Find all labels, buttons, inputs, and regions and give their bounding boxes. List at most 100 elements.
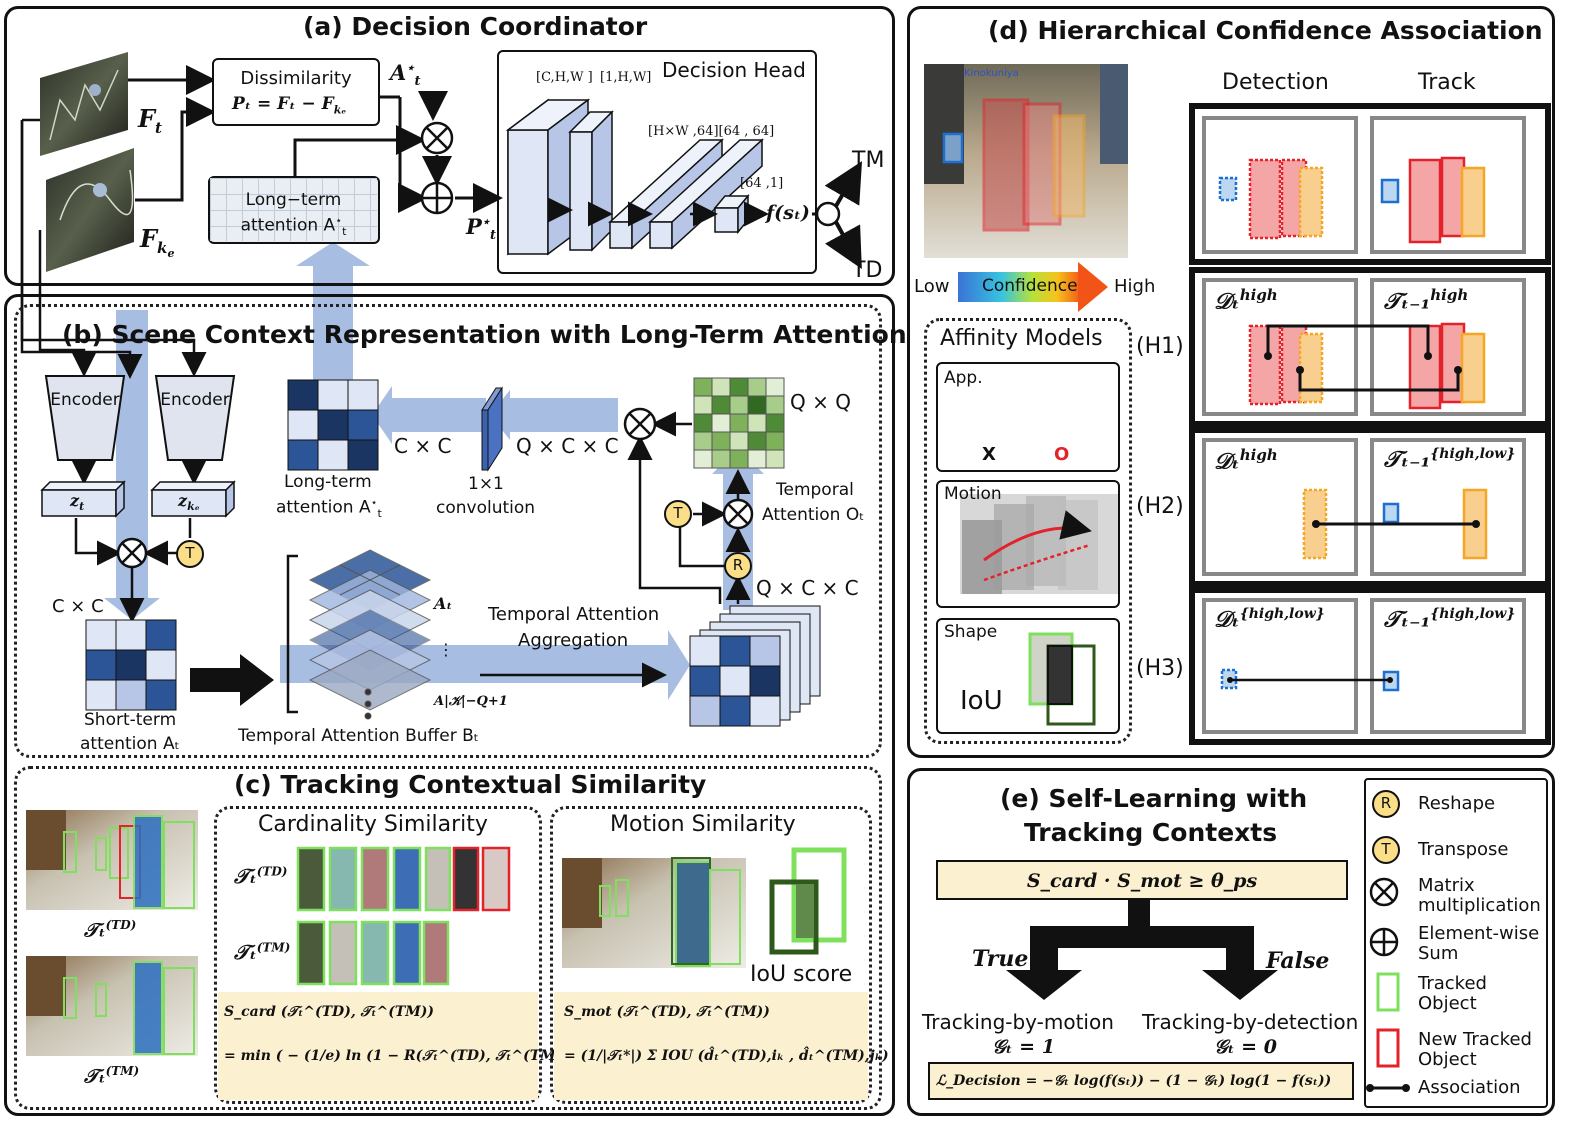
iou-illustration (769, 847, 847, 955)
decision-tree-arrows (1006, 900, 1278, 1000)
aggregation-line2: Aggregation (518, 630, 629, 651)
long-term-attention-box: Long−term attention A⋆t (208, 176, 380, 244)
scene-image: Kinokuniya (924, 64, 1128, 258)
condition-box: S_card · S_mot ≥ θ_ps (936, 860, 1348, 900)
h1-boxes (1248, 322, 1486, 410)
encoder-1-label: Encoder (50, 390, 120, 410)
h3-boxes (1220, 668, 1400, 692)
conv-1x1-layer (481, 386, 503, 472)
temporal-attn-line2: Attention Oₜ (762, 505, 865, 525)
tm-caption: 𝒯ₜ(TM) (84, 1064, 140, 1088)
panel-a-frame (4, 6, 895, 286)
hierarchy-frames (1189, 103, 1551, 745)
panel-c-frame (14, 766, 882, 1110)
h1-det-label: 𝒟ₜhigh (1214, 286, 1278, 315)
tm-output-label: TM (852, 148, 885, 173)
long-term-box-line1: Long−term (245, 190, 342, 210)
panel-e-title-line1: (e) Self-Learning with (1000, 784, 1308, 813)
panel-b-frame (14, 304, 882, 758)
h2-label: (H2) (1136, 494, 1184, 519)
encoder-shape-1 (44, 375, 126, 461)
conf-label: Confidence (982, 276, 1078, 296)
h2-trk-label: 𝒯ₜ₋₁{high,low} (1384, 446, 1516, 473)
true-label: True (972, 946, 1029, 972)
z-ke-label: zkₑ (178, 491, 200, 514)
short-term-line2: attention Aₜ (80, 734, 180, 754)
track-col-label: Track (1418, 70, 1476, 95)
temporal-attn-line1: Temporal (776, 480, 854, 500)
h1-trk-label: 𝒯ₜ₋₁high (1384, 286, 1469, 315)
loss-text: ℒ_Decision = −𝒢ₜ log(f(sₜ)) − (1 − 𝒢ₜ) l… (936, 1073, 1332, 1089)
dim-64-1: [64 ,1] (740, 176, 784, 191)
legend-transpose-icon: T (1372, 836, 1400, 864)
panel-a-title: (a) Decision Coordinator (303, 12, 648, 41)
card-td-label: 𝒯ₜ(TD) (234, 864, 288, 888)
tm-crops (296, 920, 450, 986)
legend-symbols (1366, 877, 1410, 1092)
matmul-symbol-a (420, 121, 454, 155)
buffer-top-label: Aₜ (434, 594, 453, 613)
false-label: False (1266, 948, 1330, 974)
legend-matmul-line2: multiplication (1418, 895, 1541, 916)
a-star-label: A⋆t (390, 60, 421, 90)
h1-label: (H1) (1136, 334, 1184, 359)
long-term-attention-matrix (287, 379, 379, 471)
td-output-label: TD (852, 258, 883, 283)
dissimilarity-box: Dissimilarity Pₜ = Fₜ − Fkₑ (212, 58, 380, 126)
encoder-2-label: Encoder (160, 390, 230, 410)
matmul-symbol-b3 (722, 498, 754, 530)
iou-label: IoU (960, 686, 1003, 716)
decision-head-box (497, 50, 817, 274)
buffer-bottom-label: A|𝒦|−Q+1 (434, 694, 508, 709)
shape-affinity-image (1028, 632, 1096, 726)
stacked-attention-matrices (689, 605, 821, 727)
dim-chw: [C,H,W ] (536, 70, 593, 85)
legend-reshape-icon: R (1372, 790, 1400, 818)
z-t-label: zt (70, 491, 85, 514)
legend-box (1364, 778, 1548, 1108)
conf-low-label: Low (914, 276, 950, 297)
x-mark: X (982, 444, 996, 465)
legend-tracked-line2: Object (1418, 993, 1477, 1014)
dim-hw64: [H×W ,64][64 , 64] (648, 124, 775, 139)
td-crops (296, 846, 511, 912)
z-ke-cube (150, 480, 236, 518)
app-label: App. (944, 368, 983, 388)
motion-affinity-box (936, 480, 1120, 608)
cxc-mid: C × C (394, 434, 452, 458)
cxc-left-label: C × C (52, 596, 104, 617)
h2-boxes (1302, 488, 1488, 560)
g1-label: 𝒢ₜ = 1 (992, 1036, 1055, 1058)
iou-score-label: IoU score (750, 962, 853, 987)
legend-new-line1: New Tracked (1418, 1029, 1532, 1050)
condition-text: S_card · S_mot ≥ θ_ps (1026, 870, 1258, 892)
mot-formula-line2: = (1/|𝒯ₜ*|) Σ IOU (d̂ₜ^(TD),iₖ , d̂ₜ^(TM… (564, 1048, 889, 1064)
buffer-label: Temporal Attention Buffer Bₜ (238, 726, 479, 746)
motion-frame-image (562, 857, 746, 968)
encoder-shape-2 (154, 375, 236, 461)
sum-symbol-a (420, 181, 454, 215)
feature-map-ft (40, 52, 128, 156)
row0-boxes (1218, 156, 1486, 244)
affinity-frame (924, 318, 1132, 744)
legend-new-line2: Object (1418, 1049, 1477, 1070)
transpose-symbol-b2: T (664, 500, 692, 528)
f-st-label: f(sₜ) (766, 202, 810, 224)
tbm-label: Tracking-by-motion (922, 1010, 1114, 1034)
legend-sum-line2: Sum (1418, 943, 1459, 964)
panel-d-title: (d) Hierarchical Confidence Association (988, 16, 1543, 45)
cardinality-frame (214, 806, 542, 1104)
longterm-line1: Long-term (284, 472, 372, 492)
decision-head-title: Decision Head (662, 58, 806, 82)
reshape-symbol-b: R (724, 552, 752, 580)
card-formula-line1: S_card (𝒯ₜ^(TD), 𝒯ₜ^(TM)) (224, 1004, 434, 1020)
app-affinity-box (936, 362, 1120, 472)
card-formula-box: S_card (𝒯ₜ^(TD), 𝒯ₜ^(TM)) = min ( − (1/e… (218, 992, 607, 1100)
conv-line1: 1×1 (468, 474, 504, 494)
buffer-arrow (190, 654, 274, 706)
dim-1hw: [1,H,W] (600, 70, 652, 85)
qxcxc-right: Q × C × C (756, 576, 859, 600)
ft-label: Ft (138, 104, 162, 137)
p-star-label: P⋆t (466, 214, 496, 244)
qxcxc-mid: Q × C × C (516, 434, 619, 458)
